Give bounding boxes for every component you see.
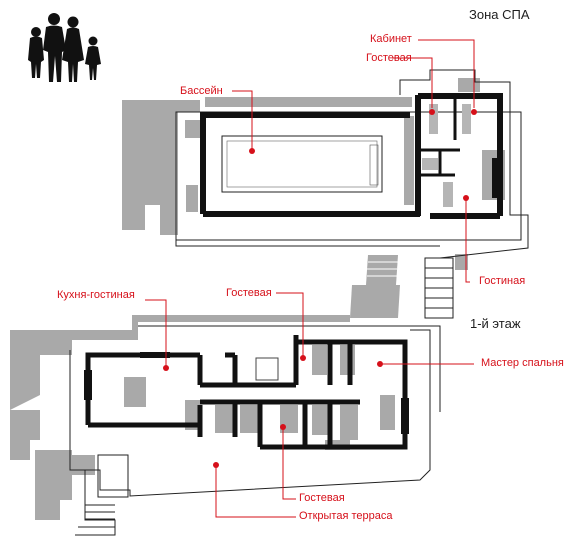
- callout-dots: [163, 109, 477, 468]
- spa-zone-title: Зона СПА: [469, 7, 530, 22]
- room-label-master-bedroom: Мастер спальня: [481, 357, 564, 369]
- spa-zone-plan: [122, 69, 529, 270]
- callout-lines: [145, 39, 475, 518]
- room-label-spa-guest: Гостевая: [366, 52, 412, 64]
- room-label-office: Кабинет: [370, 33, 412, 45]
- room-label-kitchen-living: Кухня-гостиная: [57, 289, 135, 301]
- room-label-spa-living: Гостиная: [479, 275, 526, 287]
- family-silhouette-icon: [28, 13, 101, 82]
- room-label-floor-guest-top: Гостевая: [226, 287, 272, 299]
- room-label-open-terrace: Открытая терраса: [299, 510, 393, 522]
- room-label-floor-guest-bottom: Гостевая: [299, 492, 345, 504]
- first-floor-plan: [10, 315, 441, 536]
- first-floor-title: 1-й этаж: [470, 316, 521, 331]
- room-label-pool: Бассейн: [180, 85, 223, 97]
- stairs: [350, 255, 454, 319]
